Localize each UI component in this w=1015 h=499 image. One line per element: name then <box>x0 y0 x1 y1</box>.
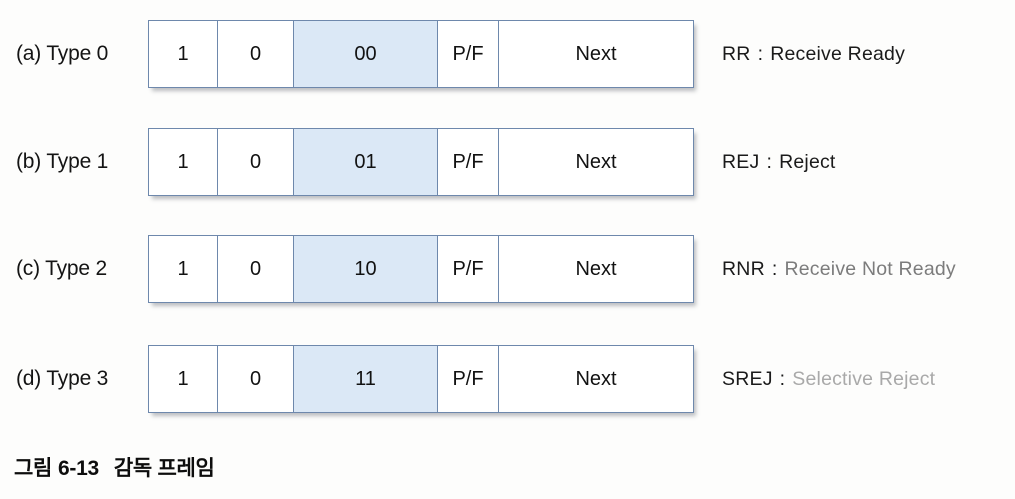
caption-prefix: 그림 <box>14 457 53 480</box>
legend-type1: REJ : Reject <box>722 126 836 198</box>
field-bit2-type0: 0 <box>218 21 294 87</box>
field-poll-final-type2: P/F <box>438 236 499 302</box>
legend-separator-type1: : <box>766 150 773 173</box>
row-label-type1: (b) Type 1 <box>16 150 109 173</box>
legend-separator-type0: : <box>757 42 764 65</box>
frame-diagram-type2: 1 0 10 P/F Next <box>148 235 694 303</box>
frame-row-type2: (c) Type 2 1 0 10 P/F Next RNR : Receive… <box>0 233 1015 305</box>
field-bit2-type2: 0 <box>218 236 294 302</box>
row-label-type3: (d) Type 3 <box>16 367 109 390</box>
frame-row-type1: (b) Type 1 1 0 01 P/F Next REJ : Reject <box>0 126 1015 198</box>
field-type-code-type3: 11 <box>294 346 438 412</box>
legend-expansion-type2: Receive Not Ready <box>784 257 956 280</box>
field-next-type3: Next <box>499 346 693 412</box>
field-poll-final-type0: P/F <box>438 21 499 87</box>
field-poll-final-type1: P/F <box>438 129 499 195</box>
legend-abbr-type1: REJ <box>722 150 760 173</box>
field-bit1-type3: 1 <box>149 346 218 412</box>
legend-abbr-type2: RNR <box>722 257 765 280</box>
caption-title: 감독 프레임 <box>113 457 215 480</box>
legend-expansion-type0: Receive Ready <box>770 42 906 65</box>
frame-diagram-type0: 1 0 00 P/F Next <box>148 20 694 88</box>
field-type-code-type0: 00 <box>294 21 438 87</box>
frame-diagram-type3: 1 0 11 P/F Next <box>148 345 694 413</box>
field-type-code-type1: 01 <box>294 129 438 195</box>
legend-abbr-type0: RR <box>722 42 751 65</box>
caption-number: 6-13 <box>58 457 99 480</box>
field-poll-final-type3: P/F <box>438 346 499 412</box>
row-label-type0: (a) Type 0 <box>16 42 109 65</box>
field-bit2-type3: 0 <box>218 346 294 412</box>
field-bit2-type1: 0 <box>218 129 294 195</box>
legend-expansion-type3: Selective Reject <box>792 367 936 390</box>
legend-type2: RNR : Receive Not Ready <box>722 233 956 305</box>
legend-separator-type2: : <box>771 257 778 280</box>
frame-row-type0: (a) Type 0 1 0 00 P/F Next RR : Receive … <box>0 18 1015 90</box>
legend-type3: SREJ : Selective Reject <box>722 343 935 415</box>
field-next-type1: Next <box>499 129 693 195</box>
field-bit1-type2: 1 <box>149 236 218 302</box>
field-type-code-type2: 10 <box>294 236 438 302</box>
field-next-type2: Next <box>499 236 693 302</box>
legend-abbr-type3: SREJ <box>722 367 773 390</box>
field-bit1-type0: 1 <box>149 21 218 87</box>
frame-diagram-type1: 1 0 01 P/F Next <box>148 128 694 196</box>
legend-expansion-type1: Reject <box>779 150 836 173</box>
field-next-type0: Next <box>499 21 693 87</box>
field-bit1-type1: 1 <box>149 129 218 195</box>
row-label-type2: (c) Type 2 <box>16 257 107 280</box>
frame-row-type3: (d) Type 3 1 0 11 P/F Next SREJ : Select… <box>0 343 1015 415</box>
legend-separator-type3: : <box>779 367 786 390</box>
legend-type0: RR : Receive Ready <box>722 18 905 90</box>
